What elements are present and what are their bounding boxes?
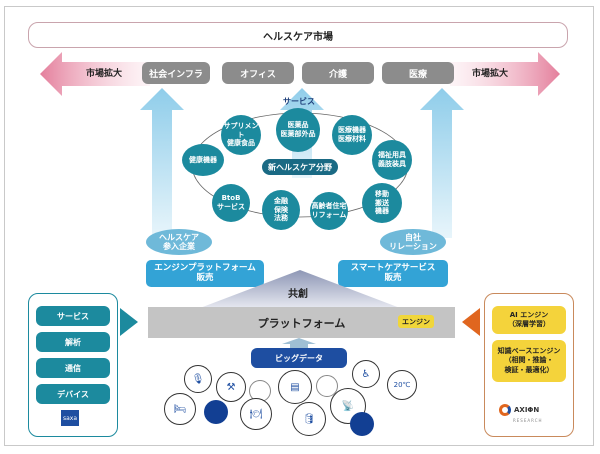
saxa-logo: saxa — [61, 410, 79, 426]
bigdata-up-arrow — [282, 338, 316, 349]
temperature-label: 20℃ — [393, 381, 411, 389]
smart-care-service-sales: スマートケアサービス 販売 — [338, 260, 448, 287]
saxa-item-analysis: 解析 — [36, 332, 110, 352]
own-relation-label: 自社 リレーション — [380, 229, 446, 255]
knowledge-engine-item: 知識ベースエンジン （相関・推論・ 検証・最適化） — [492, 340, 566, 382]
engine-platform-sales: エンジンプラットフォーム 販売 — [146, 260, 264, 287]
segment-medical: 医療 — [382, 62, 454, 84]
saxa-item-communication: 通信 — [36, 358, 110, 378]
service-medical-equipment: 医療機器 医療材料 — [332, 115, 372, 155]
data-dot — [204, 400, 228, 424]
service-welfare-equipment: 福祉用具 義肢装具 — [372, 140, 412, 180]
saxa-panel: サービス 解析 通信 デバイス saxa — [28, 293, 118, 437]
microphone-icon: 🎙 — [184, 365, 212, 393]
data-dot — [350, 412, 374, 436]
saxa-item-service: サービス — [36, 306, 110, 326]
right-expansion-arrow — [450, 52, 560, 96]
axion-logo-mark-icon — [499, 404, 511, 416]
engine-tag: エンジン — [398, 315, 434, 328]
tool-icon: ⚒ — [216, 372, 246, 402]
axion-logo-text: AXIΦN — [514, 406, 540, 414]
bigdata-label: ビッグデータ — [251, 348, 347, 368]
plate-icon: 🍽 — [240, 398, 272, 430]
cocreation-label: 共創 — [288, 289, 308, 300]
services-heading: サービス — [283, 97, 315, 106]
database-icon: 🛢 — [292, 402, 326, 436]
person-sensor-icon: ♿ — [352, 360, 380, 388]
axion-panel: AI エンジン （深層学習） 知識ベースエンジン （相関・推論・ 検証・最適化）… — [484, 293, 574, 437]
saxa-item-device: デバイス — [36, 384, 110, 404]
segment-office: オフィス — [222, 62, 294, 84]
new-healthcare-field: 新ヘルスケア分野 — [262, 159, 338, 175]
axion-logo-subtext: RESEARCH — [513, 418, 543, 423]
service-senior-housing: 高齢者住宅 リフォーム — [310, 192, 348, 230]
right-up-arrow — [420, 88, 464, 238]
segment-care: 介護 — [302, 62, 374, 84]
service-supplements: サプリメント 健康食品 — [221, 115, 261, 155]
cocreation-triangle — [200, 270, 400, 308]
left-expansion-arrow — [40, 52, 150, 96]
left-up-arrow — [140, 88, 184, 238]
segment-social-infra: 社会インフラ — [142, 62, 210, 84]
market-expansion-left-label: 市場拡大 — [86, 69, 123, 79]
healthcare-market-title: ヘルスケア市場 — [28, 22, 568, 48]
ai-engine-item: AI エンジン （深層学習） — [492, 306, 566, 334]
service-mobility-equipment: 移動 搬送 機器 — [362, 183, 402, 223]
empty-circle — [316, 375, 338, 397]
service-health-devices: 健康機器 — [182, 144, 224, 176]
axion-logo: AXIΦN — [499, 404, 539, 416]
right-panel-arrow — [462, 308, 480, 336]
left-panel-arrow — [120, 308, 138, 336]
service-btob: BtoB サービス — [212, 184, 250, 222]
healthcare-entrants-label: ヘルスケア 参入企業 — [146, 229, 212, 255]
thermometer-icon: 20℃ — [387, 370, 417, 400]
document-icon: ▤ — [278, 370, 312, 404]
service-pharmaceuticals: 医薬品 医薬部外品 — [276, 108, 320, 152]
market-expansion-right-label: 市場拡大 — [472, 69, 509, 79]
bed-sensor-icon: 🛏 — [164, 393, 196, 425]
service-finance-insurance: 金融 保険 法務 — [262, 190, 300, 230]
